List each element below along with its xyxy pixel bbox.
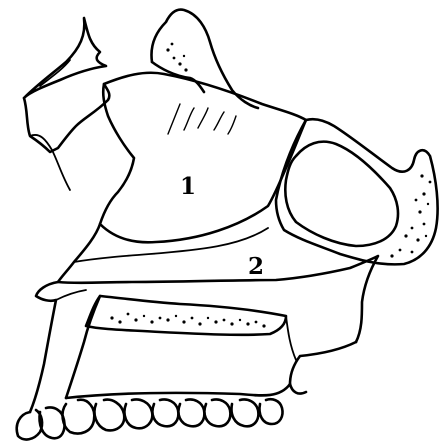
left-lower-outline [30, 282, 58, 412]
tooth-outline [63, 400, 95, 434]
dotted-fill-crest [166, 43, 187, 72]
palate-strip-outline [86, 296, 286, 335]
tooth-outline [152, 399, 178, 426]
tooth-outline [17, 410, 42, 439]
region-1-label: 1 [180, 173, 196, 200]
hatch-stroke [214, 112, 224, 130]
region-1-outline [100, 73, 306, 243]
tooth-outline [94, 400, 124, 431]
nasal-bone-outline [24, 18, 106, 98]
tooth-outline [124, 400, 152, 429]
region-2-label: 2 [248, 253, 264, 280]
dotted-fill-right [390, 174, 431, 257]
tooth-outline [260, 399, 283, 424]
region-2-upper-edge [74, 228, 268, 262]
left-lower-inner [66, 296, 100, 398]
right-lower-outline [290, 342, 356, 394]
tooth-outline [178, 399, 204, 426]
hatch-stroke [228, 116, 236, 134]
left-lower-edge [56, 290, 86, 300]
hatch-stroke [184, 108, 194, 130]
right-chamber-inner [285, 142, 398, 246]
frontal-process-edge [30, 135, 70, 190]
region-2-outline [58, 224, 378, 342]
right-lower-inner [286, 316, 296, 360]
tooth-outline [232, 399, 259, 426]
tooth-outline [204, 399, 230, 426]
dotted-fill-palate [110, 313, 265, 328]
hatch-stroke [198, 108, 208, 128]
tooth-row-baseline [66, 384, 290, 398]
right-chamber-outer [276, 119, 438, 264]
crest-outline [152, 10, 258, 108]
hatch-stroke [168, 104, 180, 134]
frontal-process-outline [24, 84, 109, 152]
